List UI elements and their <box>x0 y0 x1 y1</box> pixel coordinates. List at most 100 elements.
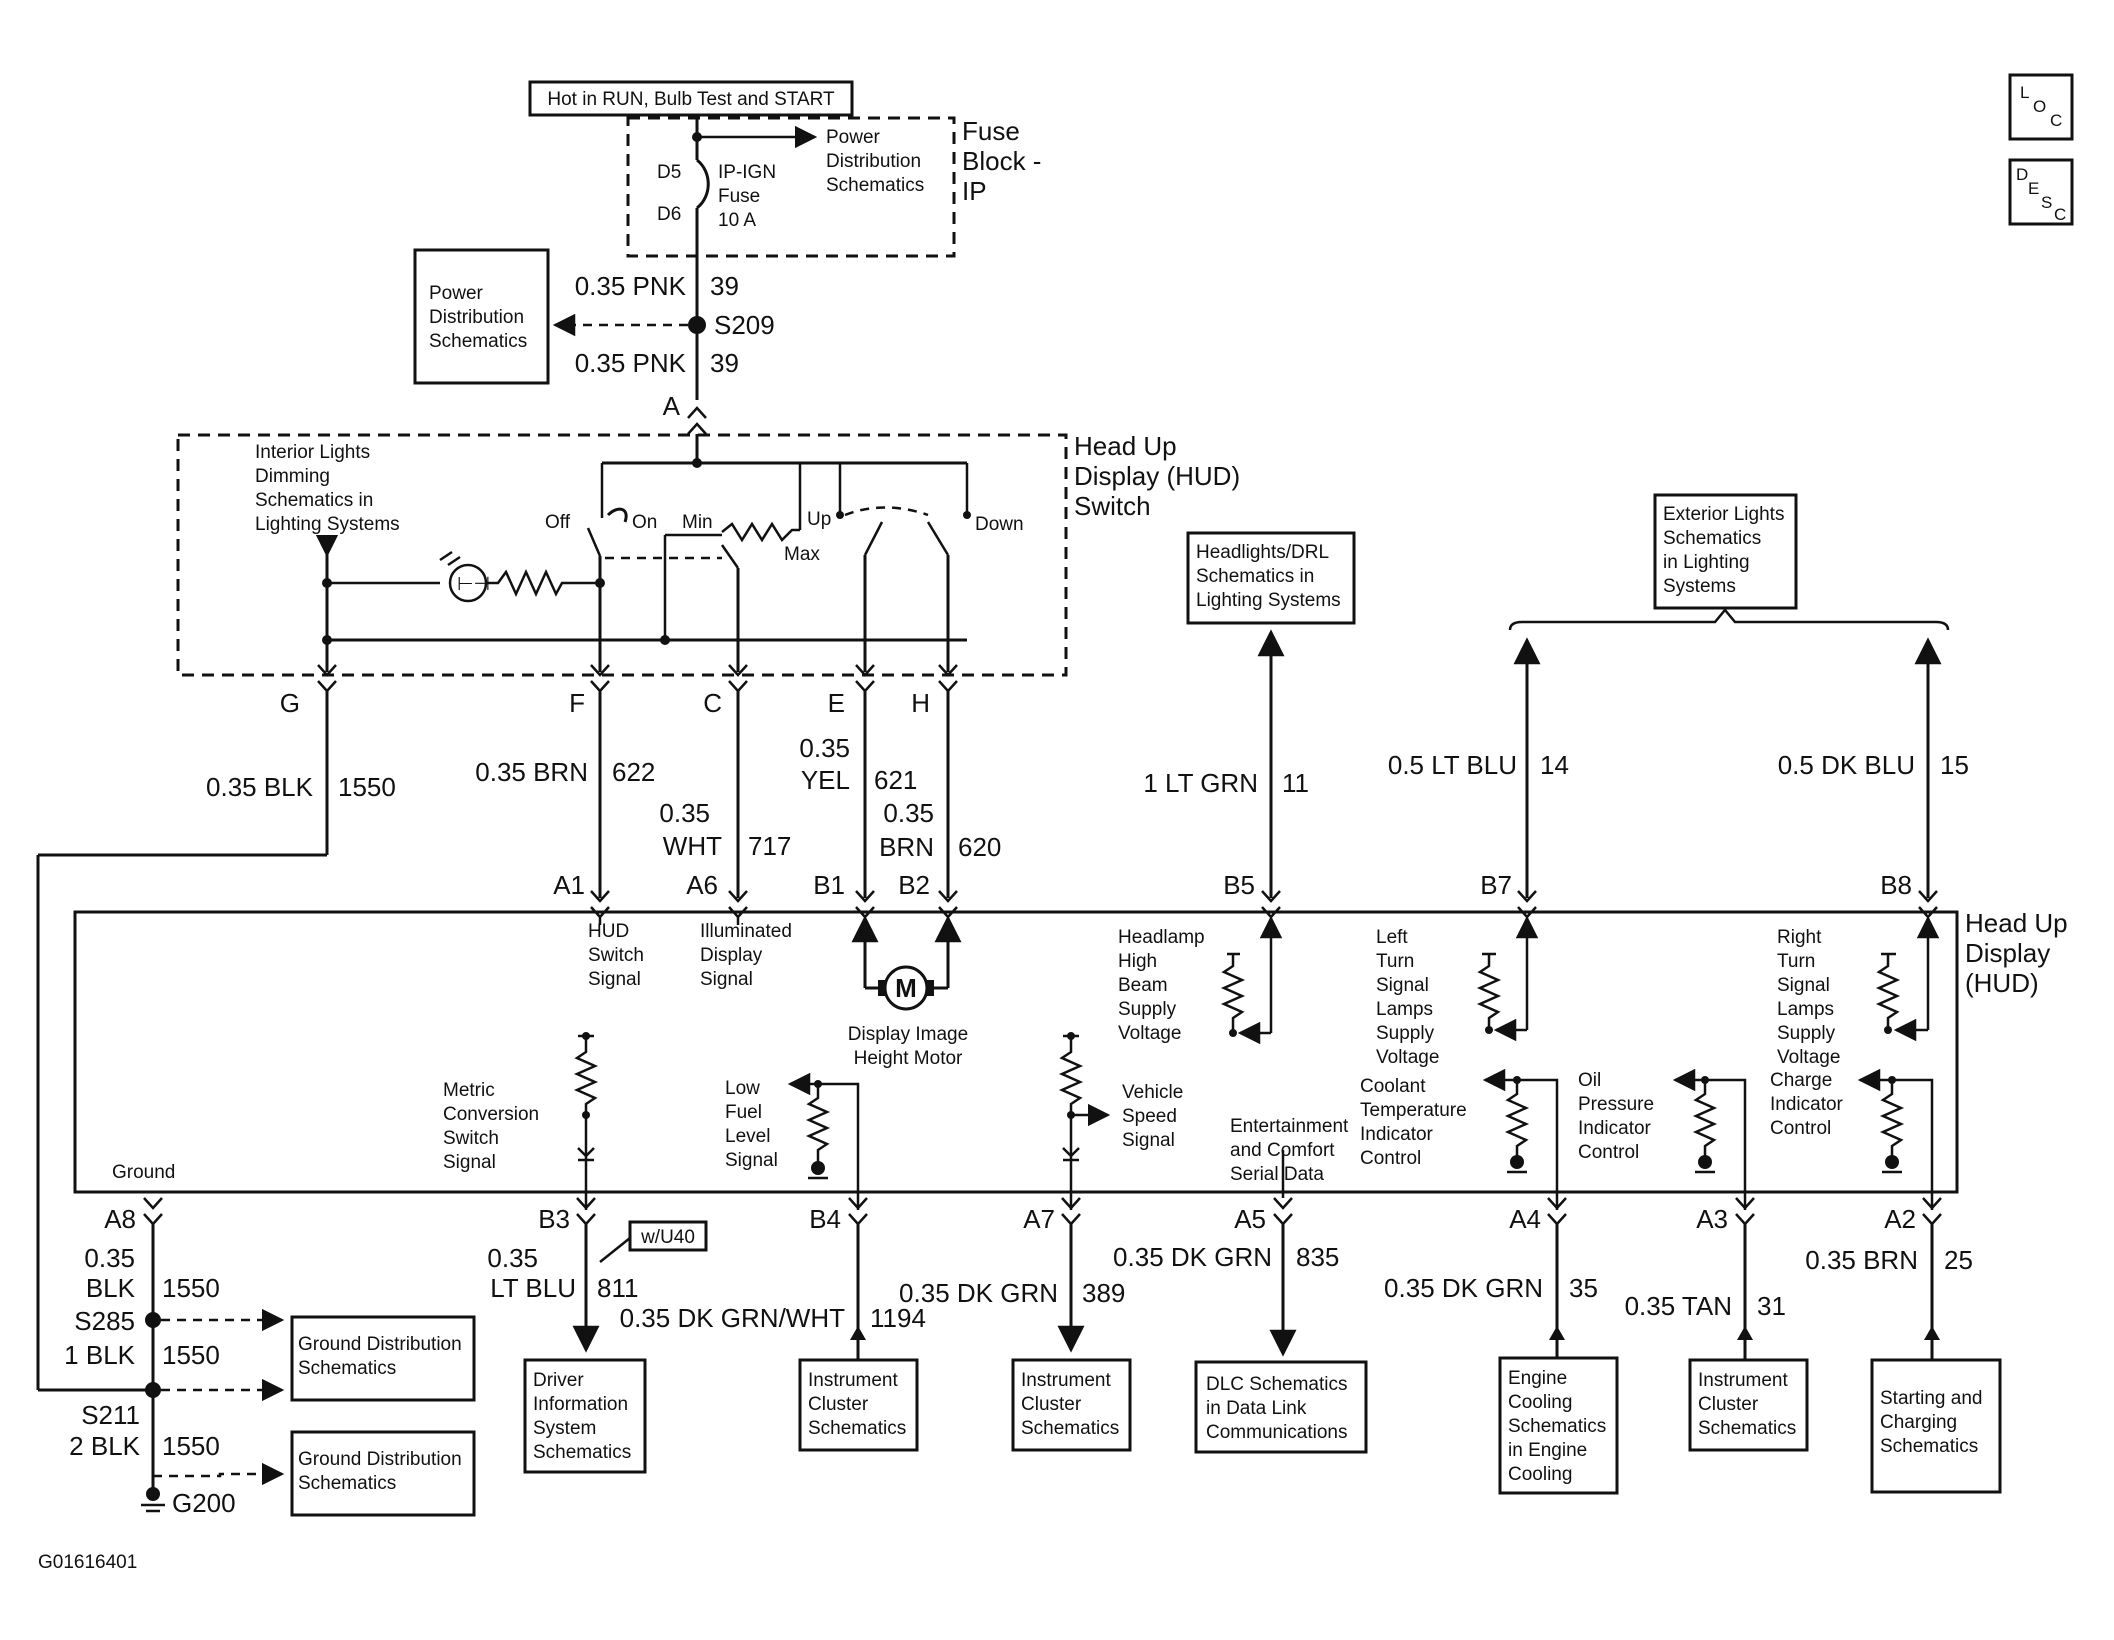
oil-2: Pressure <box>1578 1094 1654 1115</box>
LOC-icon[interactable] <box>2008 73 2074 141</box>
switch-pin-connectors <box>317 664 958 693</box>
switch-up-down-link <box>844 506 929 517</box>
ground-dist-2-line2: Schematics <box>298 1473 396 1494</box>
pin-g-label: G <box>280 688 300 718</box>
headlamp-3: Beam <box>1118 975 1168 996</box>
hud-switch-outline <box>176 433 1068 677</box>
splice-s211 <box>145 1382 161 1398</box>
a3-arrow-head <box>1737 1326 1753 1340</box>
oil-line <box>1672 1068 1747 1210</box>
splice-s285 <box>145 1312 161 1328</box>
wire-h-color: BRN <box>879 832 934 862</box>
switch-on-label: On <box>632 512 657 533</box>
low-fuel-1: Low <box>725 1078 760 1099</box>
oil-1: Oil <box>1578 1070 1601 1091</box>
start-ref-3: Schematics <box>1880 1436 1978 1457</box>
coolant-line <box>1482 1068 1559 1210</box>
hud-title-2: Display <box>1965 938 2050 968</box>
eng-ref-3: Schematics <box>1508 1416 1606 1437</box>
s211-wire-circuit: 1550 <box>162 1431 220 1461</box>
pd-left-3: Schematics <box>429 331 527 352</box>
headlights-ref-3: Lighting Systems <box>1196 590 1341 611</box>
ic3-ref-box <box>1688 1358 1809 1452</box>
interior-ref-4: Lighting Systems <box>255 514 400 535</box>
motor-letter: M <box>895 973 917 1003</box>
left-turn-resistor <box>1476 952 1502 1030</box>
eng-ref-1: Engine <box>1508 1368 1567 1389</box>
exterior-ref-box <box>1653 493 1798 610</box>
wire-39-top-label: 0.35 PNK <box>575 271 687 301</box>
dic-ref-box <box>523 1358 647 1474</box>
pin-a6: A6 <box>686 870 718 900</box>
s211-wire-label: 2 BLK <box>69 1431 140 1461</box>
fuse-pin-d5: D5 <box>657 162 681 183</box>
pin-f-label: F <box>569 688 585 718</box>
fuse-name-3: 10 A <box>718 210 756 231</box>
ic3-ref-3: Schematics <box>1698 1418 1796 1439</box>
wire-a2-label: 0.35 BRN <box>1805 1245 1918 1275</box>
pin-a5: A5 <box>1234 1204 1266 1234</box>
right-turn-1: Right <box>1777 927 1822 948</box>
wire-f-circuit: 622 <box>612 757 655 787</box>
wire-g-circuit: 1550 <box>338 772 396 802</box>
hot-label: Hot in RUN, Bulb Test and START <box>547 89 835 110</box>
oil-3: Indicator <box>1578 1118 1652 1139</box>
desc-letter-e: E <box>2028 179 2039 198</box>
pin-b2: B2 <box>898 870 930 900</box>
headlights-ref-2: Schematics in <box>1196 566 1314 587</box>
loc-letter-o: O <box>2033 97 2046 116</box>
wire-b8-circuit: 15 <box>1940 750 1969 780</box>
wire-a8-size: 0.35 <box>84 1243 135 1273</box>
wu40-box <box>628 1220 708 1252</box>
a4-arrow-head <box>1549 1326 1565 1340</box>
exterior-ref-3: in Lighting <box>1663 552 1750 573</box>
metric-mid-node <box>582 1111 590 1119</box>
left-turn-6: Voltage <box>1376 1047 1439 1068</box>
metric-resistor <box>573 1034 599 1210</box>
low-fuel-line <box>787 1072 860 1210</box>
DESC-icon[interactable] <box>2008 158 2074 226</box>
pd-right-1: Power <box>826 127 881 148</box>
lamp-glyph: ⊢⊣ <box>457 574 490 595</box>
wire-b8-label: 0.5 DK BLU <box>1778 750 1915 780</box>
wire-39-top-circuit: 39 <box>710 271 739 301</box>
switch-up-blade <box>863 521 884 556</box>
fuse-block-title-1: Fuse <box>962 116 1020 146</box>
illum-signal-1: Illuminated <box>700 921 792 942</box>
left-turn-1: Left <box>1376 927 1408 948</box>
eng-ref-5: Cooling <box>1508 1464 1572 1485</box>
ic1-ref-box <box>798 1358 919 1452</box>
dlc-ref-box <box>1194 1360 1368 1454</box>
s285-wire-circuit: 1550 <box>162 1340 220 1370</box>
ic2-ref-1: Instrument <box>1021 1370 1111 1391</box>
oil-resistor <box>1692 1080 1718 1156</box>
wire-e-circuit: 621 <box>874 765 917 795</box>
headlamp-2: High <box>1118 951 1157 972</box>
wu40-leader <box>599 1237 631 1263</box>
coolant-ground-icon <box>1510 1155 1524 1169</box>
wire-a3-circuit: 31 <box>1757 1291 1786 1321</box>
hud-title-1: Head Up <box>1965 908 2068 938</box>
wire-39-bot-circuit: 39 <box>710 348 739 378</box>
c-bus-node <box>660 635 670 645</box>
pin-e-label: E <box>828 688 845 718</box>
wire-g-label: 0.35 BLK <box>206 772 314 802</box>
exterior-ref-4: Systems <box>1663 576 1736 597</box>
dic-ref-1: Driver <box>533 1370 584 1391</box>
vss-3: Signal <box>1122 1130 1175 1151</box>
ic3-ref-2: Cluster <box>1698 1394 1759 1415</box>
splice-s209-label: S209 <box>714 310 775 340</box>
switch-up-label: Up <box>807 509 831 530</box>
fuse-block-title-2: Block - <box>962 146 1041 176</box>
eng-ref-4: in Engine <box>1508 1440 1587 1461</box>
charge-ground-icon <box>1885 1155 1899 1169</box>
oil-node <box>1701 1076 1709 1084</box>
rheostat-resistor <box>721 521 800 543</box>
hud-switch-signal-2: Switch <box>588 945 644 966</box>
switch-off-on-arc <box>606 507 628 523</box>
oil-4: Control <box>1578 1142 1639 1163</box>
wire-a7-label: 0.35 DK GRN <box>899 1278 1058 1308</box>
right-turn-6: Voltage <box>1777 1047 1840 1068</box>
ic2-ref-2: Cluster <box>1021 1394 1082 1415</box>
switch-down-label: Down <box>975 514 1024 535</box>
